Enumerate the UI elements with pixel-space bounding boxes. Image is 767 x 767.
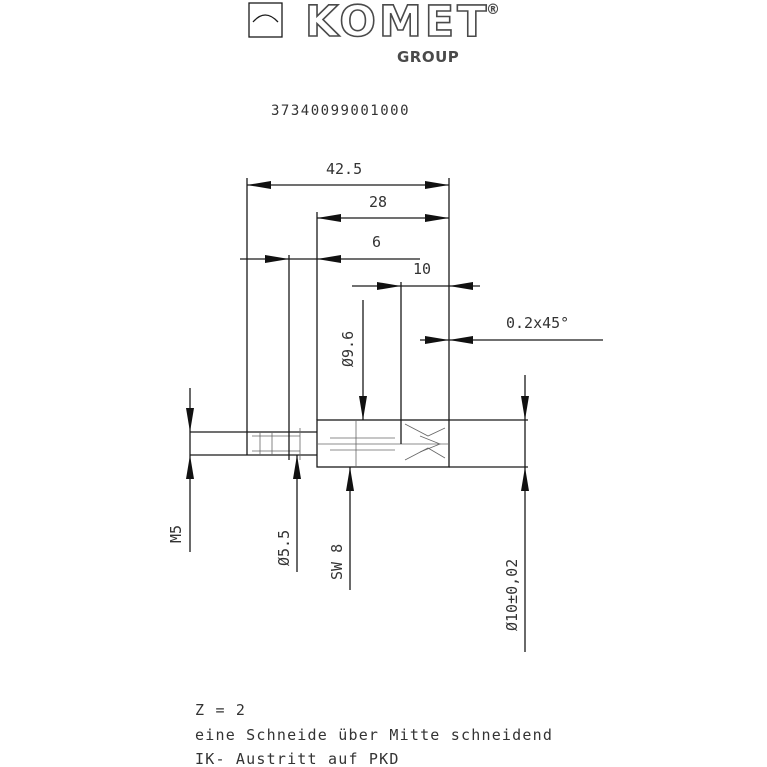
note-line: IK- Austritt auf PKD	[195, 750, 400, 767]
dimension-labels: 42.5 28 6 10 0.2x45° Ø9.6 M5 Ø5.5 SW 8 Ø…	[167, 160, 569, 631]
dim-wrench-size: SW 8	[328, 544, 346, 580]
note-line: eine Schneide über Mitte schneidend	[195, 726, 553, 744]
dim-overall-length: 42.5	[326, 160, 362, 178]
logo-registered-mark: ®	[486, 2, 500, 18]
dim-length-10: 10	[413, 260, 431, 278]
dim-diameter-5-5: Ø5.5	[275, 530, 293, 566]
notes: Z = 2 eine Schneide über Mitte schneiden…	[195, 701, 553, 767]
extension-lines	[190, 178, 528, 468]
note-line: Z = 2	[195, 701, 246, 719]
logo-emblem-arc	[252, 14, 279, 23]
dim-length-6: 6	[372, 233, 381, 251]
logo-emblem-box	[248, 2, 283, 38]
logo-group-text: GROUP	[397, 48, 459, 66]
dim-chamfer: 0.2x45°	[506, 314, 569, 332]
dim-thread-m5: M5	[167, 525, 185, 543]
dim-diameter-10: Ø10±0,02	[503, 559, 521, 631]
part-number: 37340099001000	[271, 103, 410, 119]
dim-diameter-9-6: Ø9.6	[339, 331, 357, 367]
logo-brand-text: KOMET	[305, 0, 489, 47]
tool-outline	[246, 419, 450, 468]
dimension-lines	[186, 181, 603, 652]
dim-length-28: 28	[369, 193, 387, 211]
komet-logo: KOMET ® GROUP	[248, 0, 500, 66]
